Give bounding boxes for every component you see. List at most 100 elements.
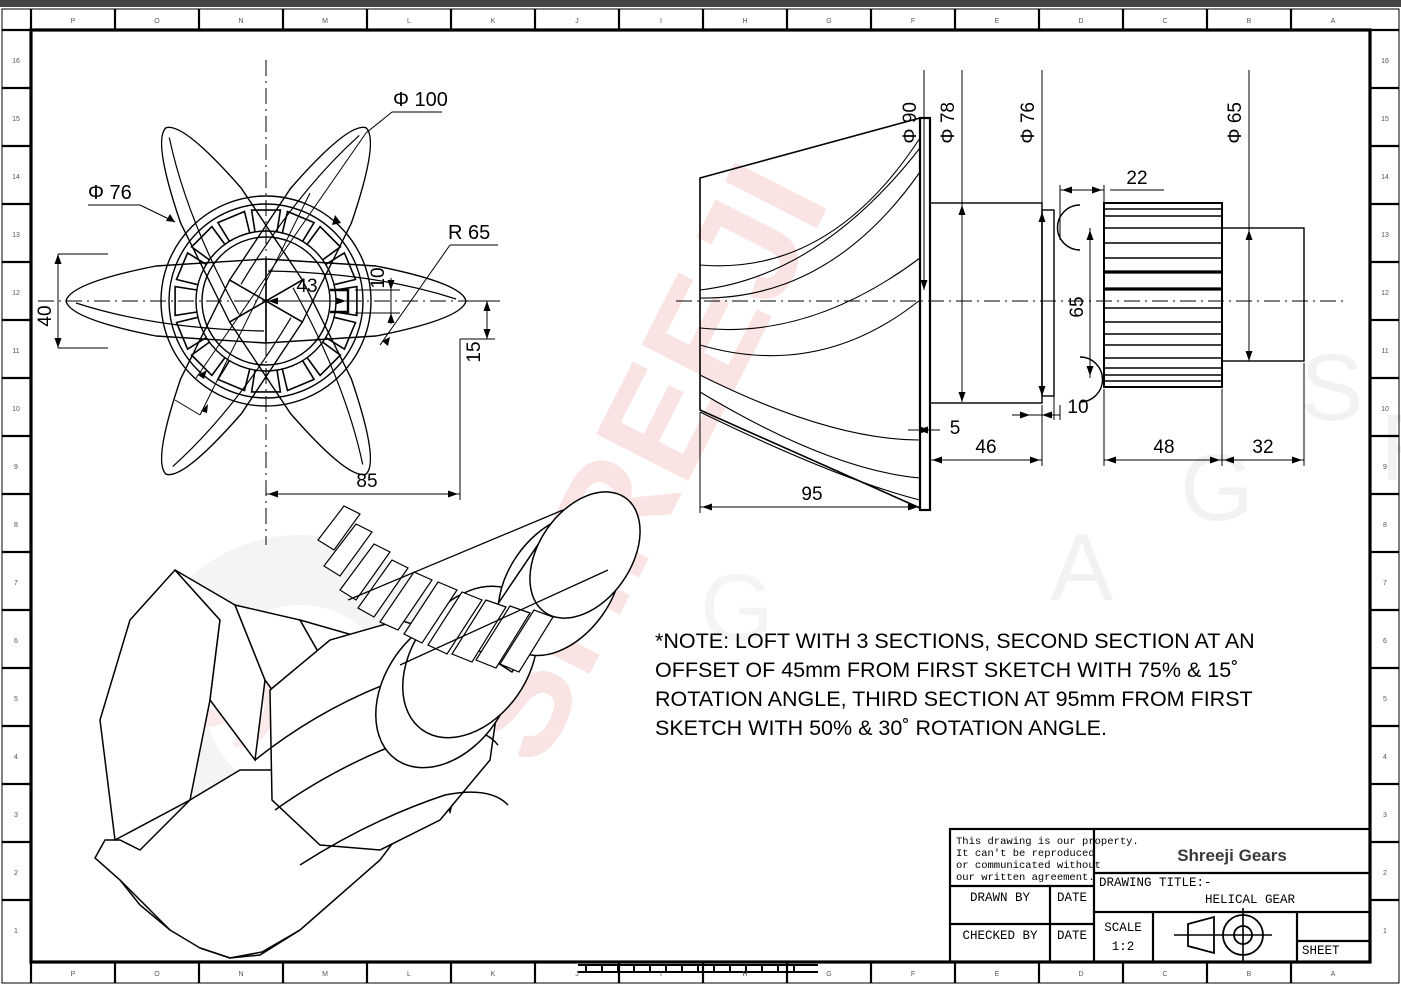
- border-right-15: 15: [1381, 116, 1389, 123]
- dim-label-40: 40: [35, 305, 56, 326]
- border-left-9: 9: [14, 464, 18, 471]
- dim-label-10-side: 10: [1067, 397, 1088, 418]
- dim-label-dia76: Φ 76: [88, 182, 132, 204]
- dim-label-32: 32: [1252, 437, 1273, 458]
- border-right-2: 2: [1383, 870, 1387, 877]
- border-bottom-B: B: [1247, 971, 1252, 978]
- scale-label: SCALE: [1104, 921, 1142, 935]
- border-bottom-E: E: [995, 971, 1000, 978]
- border-left-2: 2: [14, 870, 18, 877]
- dim-32: 32: [1222, 363, 1305, 466]
- border-right-14: 14: [1381, 174, 1389, 181]
- border-top-M: M: [322, 18, 328, 25]
- border-right-11: 11: [1381, 348, 1388, 355]
- dim-95: 95: [699, 412, 920, 513]
- border-right-8: 8: [1383, 522, 1387, 529]
- company-name: Shreeji Gears: [1177, 846, 1287, 865]
- isometric-view: [94, 491, 641, 959]
- scale-value: 1:2: [1112, 940, 1135, 954]
- border-right-3: 3: [1383, 812, 1387, 819]
- dim-label-dia90: Φ 90: [900, 102, 921, 144]
- border-top-P: P: [71, 18, 76, 25]
- border-left-14: 14: [12, 174, 20, 181]
- border-left-1: 1: [14, 928, 18, 935]
- property-notice-line-4: our written agreement.: [956, 872, 1095, 884]
- dim-label-48: 48: [1153, 437, 1174, 458]
- border-left-15: 15: [12, 116, 20, 123]
- border-top-L: L: [407, 18, 411, 25]
- sheet-border: PONMLKJIHGFEDCBAPONMLKJIHGFEDCBA16151413…: [1, 8, 1400, 984]
- border-bottom-K: K: [491, 971, 496, 978]
- border-right-16: 16: [1381, 58, 1389, 65]
- border-left-12: 12: [12, 290, 20, 297]
- border-left-11: 11: [12, 348, 19, 355]
- border-right-5: 5: [1383, 696, 1387, 703]
- note-line-3: ROTATION ANGLE, THIRD SECTION AT 95mm FR…: [655, 687, 1253, 711]
- svg-text:G: G: [1180, 435, 1254, 541]
- dim-label-r65: R 65: [448, 222, 490, 244]
- border-left-7: 7: [14, 580, 18, 587]
- dim-dia76: Φ 76: [88, 182, 311, 416]
- drawing-title-value: HELICAL GEAR: [1205, 893, 1296, 907]
- drawn-by-date-label: DATE: [1057, 891, 1087, 905]
- checked-by-date-label: DATE: [1057, 929, 1087, 943]
- dim-label-46: 46: [975, 437, 996, 458]
- border-bottom-D: D: [1078, 971, 1083, 978]
- dim-15: 15: [460, 300, 495, 363]
- dim-dia76-side: Φ 76: [1018, 70, 1046, 396]
- border-right-9: 9: [1383, 464, 1387, 471]
- border-top-K: K: [491, 18, 496, 25]
- window-title-bar: [0, 0, 1401, 7]
- border-left-6: 6: [14, 638, 18, 645]
- dim-22: 22: [1059, 168, 1164, 240]
- border-left-10: 10: [12, 406, 20, 413]
- svg-text:R: R: [1380, 395, 1401, 501]
- first-angle-projection-icon: [1174, 908, 1272, 962]
- dim-40: 40: [35, 253, 108, 349]
- front-view: 40 15 10: [35, 60, 500, 545]
- property-notice-line-2: It can't be reproduced: [956, 848, 1095, 860]
- border-top-N: N: [238, 18, 243, 25]
- border-right-13: 13: [1381, 232, 1389, 239]
- border-left-8: 8: [14, 522, 18, 529]
- property-notice-line-1: This drawing is our property.: [956, 836, 1139, 848]
- dim-label-10: 10: [368, 267, 389, 288]
- dim-label-dia65: Φ 65: [1225, 102, 1246, 144]
- svg-text:S: S: [1300, 335, 1363, 441]
- dim-43: 43: [266, 276, 348, 305]
- drawing-title-label: DRAWING TITLE:-: [1099, 876, 1212, 890]
- border-top-G: G: [826, 18, 831, 25]
- dim-label-65: 65: [1067, 296, 1088, 317]
- border-right-10: 10: [1381, 406, 1389, 413]
- note-line-2: OFFSET OF 45mm FROM FIRST SKETCH WITH 75…: [655, 658, 1238, 682]
- border-left-3: 3: [14, 812, 18, 819]
- border-top-A: A: [1331, 18, 1336, 25]
- border-left-5: 5: [14, 696, 18, 703]
- dim-dia78: Φ 78: [938, 70, 966, 402]
- svg-text:A: A: [1050, 515, 1114, 621]
- border-top-I: I: [660, 18, 662, 25]
- dim-label-95: 95: [801, 484, 822, 505]
- border-top-E: E: [995, 18, 1000, 25]
- border-top-D: D: [1078, 18, 1083, 25]
- border-bottom-P: P: [71, 971, 76, 978]
- border-left-13: 13: [12, 232, 20, 239]
- sheet-label: SHEET: [1302, 944, 1340, 958]
- dim-label-43: 43: [296, 276, 317, 297]
- border-bottom-O: O: [154, 971, 160, 978]
- dim-48: 48: [1103, 389, 1223, 466]
- border-bottom-C: C: [1162, 971, 1167, 978]
- border-right-12: 12: [1381, 290, 1389, 297]
- border-right-1: 1: [1383, 928, 1387, 935]
- dim-dia90: Φ 90: [900, 70, 928, 290]
- dim-65: 65: [1067, 228, 1094, 378]
- drawn-by-label: DRAWN BY: [970, 891, 1031, 905]
- border-bottom-M: M: [322, 971, 328, 978]
- dim-label-15: 15: [464, 341, 485, 362]
- dim-label-dia76-side: Φ 76: [1018, 102, 1039, 144]
- border-bottom-L: L: [407, 971, 411, 978]
- dim-label-dia100: Φ 100: [393, 89, 448, 111]
- dim-r65: R 65: [379, 222, 498, 346]
